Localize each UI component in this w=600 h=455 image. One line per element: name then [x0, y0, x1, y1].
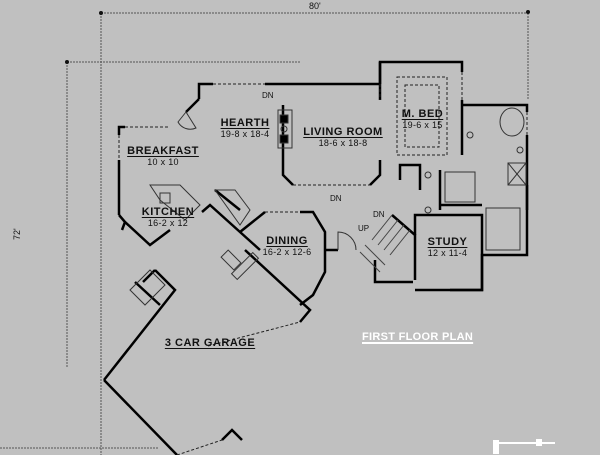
room-name: M. BED — [401, 108, 444, 120]
room-dims: 19-6 x 15 — [402, 120, 443, 130]
room-dims: 10 x 10 — [147, 157, 179, 167]
dimension-lines — [0, 12, 529, 455]
room-dims: 12 x 11-4 — [427, 248, 468, 258]
walls — [103, 60, 529, 455]
room-dims: 18-6 x 18-8 — [318, 138, 368, 148]
room-breakfast: BREAKFAST 10 x 10 — [123, 145, 203, 167]
up-label-stair: UP — [358, 224, 370, 233]
overall-width-label: 80' — [309, 1, 321, 11]
room-dims: 16-2 x 12-6 — [262, 247, 312, 257]
room-dims: 16-2 x 12 — [147, 218, 189, 228]
room-name: HEARTH — [220, 117, 270, 129]
room-name: DINING — [266, 235, 308, 247]
room-name: LIVING ROOM — [303, 126, 383, 138]
room-living-room: LIVING ROOM 18-6 x 18-8 — [298, 126, 388, 148]
dn-label-stair: DN — [373, 210, 385, 219]
dn-label-hearth: DN — [262, 91, 274, 100]
room-name: 3 CAR GARAGE — [164, 337, 256, 349]
room-name: KITCHEN — [141, 206, 195, 218]
plan-title: FIRST FLOOR PLAN — [362, 331, 474, 343]
room-name: BREAKFAST — [127, 145, 199, 157]
room-kitchen: KITCHEN 16-2 x 12 — [138, 206, 198, 228]
room-master-bed: M. BED 19-6 x 15 — [390, 108, 455, 130]
dn-label-living: DN — [330, 194, 342, 203]
room-study: STUDY 12 x 11-4 — [420, 236, 475, 258]
room-garage: 3 CAR GARAGE — [160, 337, 260, 349]
overall-depth-label: 72' — [12, 228, 22, 240]
scale-bar — [493, 439, 555, 454]
room-name: STUDY — [427, 236, 468, 248]
room-dims: 19-8 x 18-4 — [220, 129, 270, 139]
room-dining: DINING 16-2 x 12-6 — [252, 235, 322, 257]
room-hearth: HEARTH 19-8 x 18-4 — [205, 117, 285, 139]
